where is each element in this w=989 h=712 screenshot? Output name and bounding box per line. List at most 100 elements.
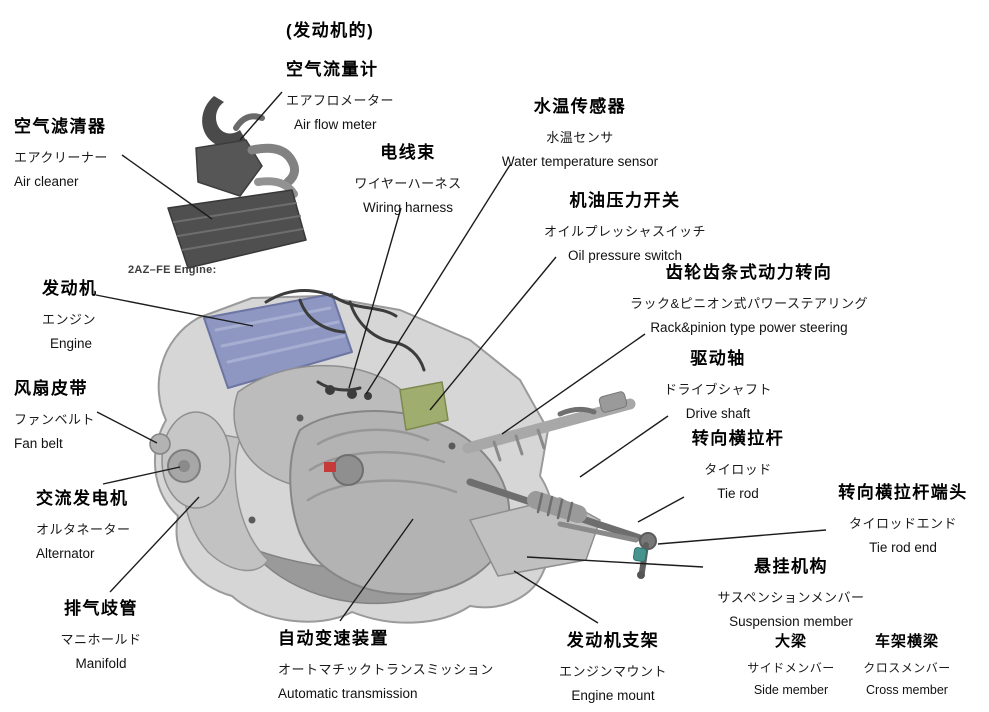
label-side-member-en: Side member <box>753 683 829 697</box>
label-engine-mount-zh: 发动机支架 <box>566 631 660 650</box>
label-fan-belt-ja: ファンベルト <box>14 412 96 427</box>
leader-drive-shaft <box>579 415 669 478</box>
label-rack-pinion-power-steering-en: Rack&pinion type power steering <box>650 320 848 335</box>
label-engine: 发动机 エンジン Engine <box>42 274 98 351</box>
leader-manifold <box>109 496 200 593</box>
engine-model-caption: 2AZ–FE Engine: <box>128 264 217 276</box>
label-tie-rod-ja: タイロッド <box>704 462 772 477</box>
leader-suspension-member <box>526 556 704 568</box>
label-oil-pressure-switch-en: Oil pressure switch <box>567 248 683 263</box>
engine-illustration <box>149 289 657 624</box>
label-engine-zh: 发动机 <box>42 279 98 298</box>
label-manifold: 排气歧管 マニホールド Manifold <box>40 594 162 671</box>
label-fan-belt-zh: 风扇皮带 <box>14 379 88 398</box>
label-fan-belt: 风扇皮带 ファンベルト Fan belt <box>14 374 95 451</box>
label-wiring-harness-ja: ワイヤーハーネス <box>354 176 462 191</box>
label-side-member: 大梁 サイドメンバー Side member <box>722 630 860 697</box>
label-air-cleaner-ja: エアクリーナー <box>14 150 108 165</box>
label-air-cleaner-en: Air cleaner <box>14 174 79 189</box>
label-air-flow-meter-note: (发动机的) <box>286 21 375 40</box>
label-oil-pressure-switch-ja: オイルプレッシャスイッチ <box>544 224 707 239</box>
red-tag-art <box>324 462 336 472</box>
label-alternator: 交流发电机 オルタネーター Alternator <box>36 484 131 561</box>
label-drive-shaft-zh: 驱动轴 <box>690 349 746 368</box>
tie-rod-art <box>557 521 649 579</box>
label-tie-rod-end-zh: 转向横拉杆端头 <box>838 483 968 502</box>
label-air-flow-meter-zh: 空气流量计 <box>286 60 379 79</box>
label-suspension-member-ja: サスペンションメンバー <box>717 590 865 605</box>
label-alternator-en: Alternator <box>36 546 95 561</box>
leader-alternator <box>102 466 181 485</box>
label-drive-shaft-en: Drive shaft <box>685 406 751 421</box>
leader-oil-pressure-switch <box>429 256 557 411</box>
label-cross-member-zh: 车架横梁 <box>874 633 939 650</box>
label-manifold-en: Manifold <box>75 656 127 671</box>
label-rack-pinion-power-steering-ja: ラック&ピニオン式パワーステアリング <box>629 296 869 311</box>
label-oil-pressure-switch: 机油压力开关 オイルプレッシャスイッチ Oil pressure switch <box>544 186 706 263</box>
label-cross-member-ja: クロスメンバー <box>863 661 951 675</box>
label-alternator-ja: オルタネーター <box>36 522 131 537</box>
leader-automatic-transmission <box>339 518 414 622</box>
leader-lines <box>95 91 827 624</box>
steering-rack-art <box>462 391 636 462</box>
label-tie-rod-end: 转向横拉杆端头 タイロッドエンド Tie rod end <box>820 478 986 555</box>
green-bracket-art <box>399 381 449 431</box>
label-rack-pinion-power-steering-zh: 齿轮齿条式动力转向 <box>665 263 833 282</box>
label-air-cleaner: 空气滤清器 エアクリーナー Air cleaner <box>14 112 108 189</box>
leader-engine <box>95 294 254 327</box>
air-cleaner-illustration <box>167 96 307 269</box>
drive-shaft-art <box>466 478 657 550</box>
label-air-flow-meter-ja: エアフロメーター <box>286 93 395 108</box>
label-air-cleaner-zh: 空气滤清器 <box>14 117 107 136</box>
label-engine-mount: 发动机支架 エンジンマウント Engine mount <box>540 626 686 703</box>
label-drive-shaft-ja: ドライブシャフト <box>663 382 772 397</box>
label-automatic-transmission-ja: オートマチックトランスミッション <box>278 662 494 677</box>
label-suspension-member: 悬挂机构 サスペンションメンバー Suspension member <box>700 552 882 629</box>
label-water-temperature-sensor-ja: 水温センサ <box>546 130 614 145</box>
leader-air-flow-meter <box>239 91 283 141</box>
label-rack-pinion-power-steering: 齿轮齿条式动力转向 ラック&ピニオン式パワーステアリング Rack&pinion… <box>614 258 884 335</box>
label-wiring-harness-en: Wiring harness <box>362 200 454 215</box>
label-suspension-member-en: Suspension member <box>729 614 853 629</box>
leader-air-cleaner <box>121 154 213 220</box>
leader-tie-rod <box>637 496 685 523</box>
label-cross-member: 车架横梁 クロスメンバー Cross member <box>840 630 974 697</box>
label-water-temperature-sensor: 水温传感器 水温センサ Water temperature sensor <box>498 92 662 169</box>
leader-water-temp-sensor <box>365 164 511 395</box>
label-alternator-zh: 交流发电机 <box>36 489 129 508</box>
label-wiring-harness: 电线束 ワイヤーハーネス Wiring harness <box>348 138 468 215</box>
label-tie-rod-zh: 转向横拉杆 <box>691 429 785 448</box>
label-drive-shaft: 驱动轴 ドライブシャフト Drive shaft <box>660 344 776 421</box>
label-air-flow-meter-en: Air flow meter <box>294 117 377 132</box>
leader-tie-rod-end <box>657 529 827 545</box>
label-manifold-zh: 排气歧管 <box>64 599 138 618</box>
label-manifold-ja: マニホールド <box>60 632 142 647</box>
label-automatic-transmission-zh: 自动变速装置 <box>278 629 389 648</box>
label-side-member-zh: 大梁 <box>774 633 807 650</box>
leader-fan-belt <box>96 411 158 444</box>
label-tie-rod-end-ja: タイロッドエンド <box>848 516 957 531</box>
label-engine-en: Engine <box>50 336 93 351</box>
label-engine-mount-ja: エンジンマウント <box>558 664 667 679</box>
label-engine-mount-en: Engine mount <box>571 688 655 703</box>
leader-rack-pinion <box>501 333 646 435</box>
leader-wiring-harness <box>348 207 402 389</box>
label-engine-ja: エンジン <box>42 312 97 327</box>
label-automatic-transmission-en: Automatic transmission <box>278 686 418 701</box>
label-water-temperature-sensor-en: Water temperature sensor <box>501 154 659 169</box>
label-tie-rod-end-en: Tie rod end <box>869 540 937 555</box>
label-suspension-member-zh: 悬挂机构 <box>754 557 828 576</box>
label-fan-belt-en: Fan belt <box>14 436 63 451</box>
label-water-temperature-sensor-zh: 水温传感器 <box>533 97 627 116</box>
wiring-harness-art <box>264 289 426 392</box>
label-tie-rod-en: Tie rod <box>717 486 759 501</box>
leader-engine-mount <box>513 570 599 624</box>
label-automatic-transmission: 自动变速装置 オートマチックトランスミッション Automatic transm… <box>278 624 494 701</box>
label-tie-rod: 转向横拉杆 タイロッド Tie rod <box>676 424 800 501</box>
label-side-member-ja: サイドメンバー <box>747 661 835 675</box>
label-cross-member-en: Cross member <box>866 683 948 697</box>
label-air-flow-meter: (发动机的) 空气流量计 エアフロメーター Air flow meter <box>286 16 394 132</box>
label-oil-pressure-switch-zh: 机油压力开关 <box>569 191 681 210</box>
